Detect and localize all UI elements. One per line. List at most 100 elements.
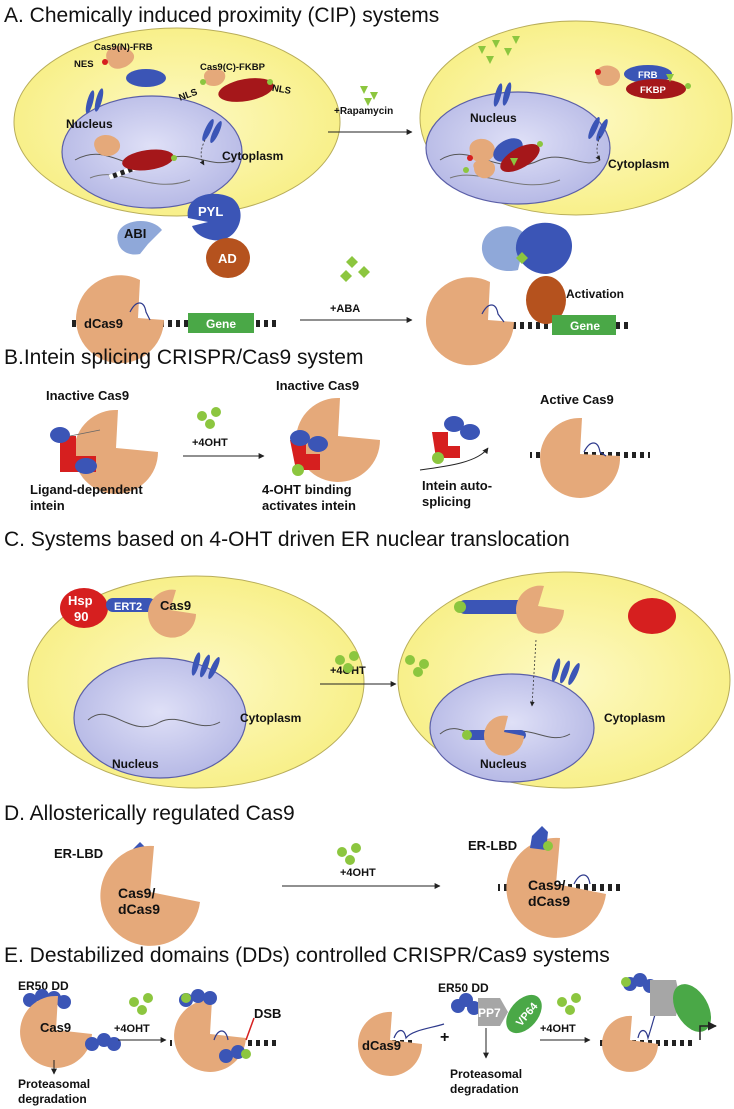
pyl-label: PYL	[198, 204, 223, 219]
nucleus-label-right: Nucleus	[470, 111, 517, 125]
pp7-label: PP7	[478, 1006, 501, 1020]
nls-label-right: NLS	[271, 83, 292, 97]
cas9-e-active	[174, 999, 246, 1072]
ert2-domain	[106, 598, 156, 612]
fkbp-in-nucleus	[122, 149, 174, 171]
hsp-label-2: 90	[74, 609, 88, 624]
nuclear-pores	[493, 82, 608, 141]
sgrna	[481, 304, 505, 323]
cas9c-fragment	[204, 68, 226, 86]
excised-intein-red	[432, 432, 460, 458]
cytoplasm-label-c-left: Cytoplasm	[240, 711, 301, 725]
gene-box-right	[552, 315, 616, 335]
nls-tag	[685, 83, 691, 89]
ohtt-bound	[181, 993, 191, 1003]
nucleus-label-c-right: Nucleus	[480, 757, 527, 771]
pyl-domain	[187, 193, 241, 241]
cas9-c-right	[516, 585, 564, 634]
inactive-cas9-label-2: Inactive Cas9	[276, 378, 359, 393]
panel-b-title: B.Intein splicing CRISPR/Cas9 system	[4, 346, 363, 369]
nuclear-pores	[191, 652, 220, 679]
dcas9-label-e: dCas9	[362, 1038, 401, 1053]
prot-label-right-1: Proteasomal	[450, 1067, 522, 1081]
dsb-label: DSB	[254, 1006, 281, 1021]
binding-label-2: activates intein	[262, 498, 356, 513]
abi-label: ABI	[124, 226, 146, 241]
panel-c-title: C. Systems based on 4-OHT driven ER nucl…	[4, 528, 570, 551]
er50dd-label-left: ER50 DD	[18, 979, 69, 993]
aba-label: +ABA	[330, 303, 360, 315]
panel-e-title: E. Destabilized domains (DDs) controlled…	[4, 944, 610, 967]
dcas9-label: dCas9	[84, 316, 123, 331]
nes-tag	[102, 59, 108, 65]
fkbp-in-nucleus	[500, 144, 540, 172]
intein-blue-top	[50, 427, 70, 443]
dna-left	[72, 320, 278, 327]
hsp90-released	[628, 598, 676, 634]
ert2-label: ERT2	[114, 601, 142, 613]
panel-d: D. Allosterically regulated Cas9 ER-LBD …	[4, 802, 620, 946]
nls-tag	[171, 155, 177, 161]
rapamycin-bound	[666, 74, 674, 82]
sgrna-ms2	[393, 1023, 445, 1040]
gene-box-left	[188, 313, 254, 333]
auto-splicing-arrow	[419, 447, 489, 471]
ad-domain	[206, 238, 250, 278]
auto-label-1: Intein auto-	[422, 478, 492, 493]
rapamycin-bound	[510, 158, 518, 166]
fkbp-label: FKBP	[640, 85, 667, 96]
transcription-arrow	[699, 1021, 717, 1040]
cas9-label-d-left-2: dCas9	[118, 901, 160, 917]
nls-tag	[267, 79, 273, 85]
sgrna	[583, 442, 607, 457]
dcas9-active	[602, 1015, 658, 1072]
pyl-domain-bound	[515, 222, 573, 274]
cas9n-assembled	[469, 138, 495, 163]
nucleus-c-left	[73, 657, 247, 779]
erlbd-label-left: ER-LBD	[54, 846, 103, 861]
nls-tag	[537, 141, 543, 147]
ohtt-bound	[462, 730, 472, 740]
sgrna	[573, 874, 591, 885]
cas9c-assembled	[473, 159, 496, 179]
ohtt-molecules	[405, 655, 429, 677]
dsb-mark	[245, 1017, 255, 1041]
ohtt-bound	[621, 977, 631, 987]
cas9-e-left	[20, 995, 92, 1068]
er50dd-cluster-right	[451, 993, 481, 1015]
panel-d-title: D. Allosterically regulated Cas9	[4, 802, 295, 825]
ohtt-bound	[241, 1049, 251, 1059]
chromatin-strand	[439, 153, 601, 167]
chromatin-strand	[449, 174, 561, 186]
aba-bound	[516, 252, 528, 264]
nuclear-pores	[551, 658, 580, 685]
ligand-label-2: intein	[30, 498, 65, 513]
panel-e: E. Destabilized domains (DDs) controlled…	[4, 944, 717, 1106]
prot-label-left-2: degradation	[18, 1092, 87, 1106]
nes-tag	[595, 69, 601, 75]
abi-domain-bound	[481, 226, 526, 272]
gene-label-left: Gene	[206, 317, 236, 331]
dcas9-e	[358, 1011, 422, 1076]
sgrna	[129, 302, 151, 321]
cytoplasm-label-right: Cytoplasm	[608, 157, 669, 171]
plus-sign: +	[440, 1029, 449, 1046]
ohtt-label-b1: +4OHT	[192, 437, 228, 449]
active-cas9-label: Active Cas9	[540, 392, 614, 407]
cas9-d-right	[506, 837, 606, 938]
cas9-label-d-right-1: Cas9/	[528, 877, 565, 893]
chromatin-strand	[89, 174, 191, 185]
rapamycin-molecules	[360, 86, 378, 106]
cytoplasm-label-left: Cytoplasm	[222, 149, 283, 163]
hsp-label-1: Hsp	[68, 593, 93, 608]
nes-label: NES	[74, 59, 94, 70]
cas9n-fragment	[106, 46, 135, 69]
cas9c-fkbp-label: Cas9(C)-FKBP	[200, 62, 266, 73]
inactive-cas9-label-1: Inactive Cas9	[46, 388, 129, 403]
dcas9-body	[76, 275, 164, 364]
er50dd-cluster-left-2	[85, 1033, 121, 1051]
auto-label-2: splicing	[422, 494, 471, 509]
nucleus-label-left: Nucleus	[66, 117, 113, 131]
ohtt-molecules	[129, 993, 153, 1015]
vp64-domain	[506, 994, 542, 1034]
